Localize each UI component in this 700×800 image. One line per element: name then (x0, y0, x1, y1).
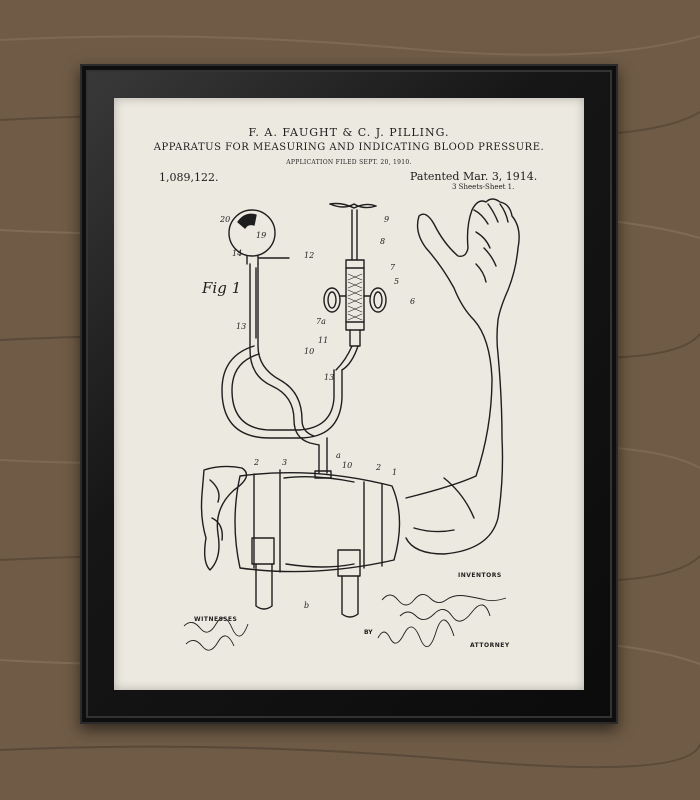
sheet-number: 3 Sheets-Sheet 1. (452, 183, 515, 191)
part-label: 2 (253, 458, 259, 467)
part-label: b (304, 601, 309, 610)
part-label: 2 (375, 463, 381, 472)
figure-label: Fig 1 (202, 279, 242, 297)
part-label: 12 (304, 251, 314, 260)
signature-attorney (377, 619, 455, 647)
part-label: 5 (394, 277, 399, 286)
signature-witness-1 (183, 617, 249, 637)
signature-faught (381, 594, 507, 606)
part-label: 7 (390, 263, 396, 272)
inventors-heading: INVENTORS (458, 572, 502, 579)
signature-witness-2 (185, 635, 235, 651)
manometer-tube (249, 263, 320, 446)
part-label: 14 (232, 249, 242, 258)
patent-number: 1,089,122. (159, 171, 219, 184)
patent-application-date: APPLICATION FILED SEPT. 20, 1910. (286, 159, 412, 166)
part-label: 13 (324, 373, 334, 382)
part-label: 6 (410, 297, 415, 306)
buckle-left (251, 537, 275, 565)
pump-barrel (345, 259, 365, 331)
patent-title: APPARATUS FOR MEASURING AND INDICATING B… (153, 142, 545, 153)
part-label: a (336, 451, 341, 460)
part-label: 10 (304, 347, 314, 356)
part-label: 11 (318, 336, 328, 345)
part-label: 1 (392, 468, 397, 477)
patent-print: F. A. FAUGHT & C. J. PILLING. APPARATUS … (114, 98, 584, 690)
finger-ring-right (369, 287, 387, 313)
gauge-dial (228, 209, 276, 257)
patent-inventors-line: F. A. FAUGHT & C. J. PILLING. (248, 126, 450, 139)
pressure-cuff (234, 471, 401, 573)
part-label: 3 (282, 458, 287, 467)
rubber-tube (231, 353, 335, 431)
finger-ring-left (323, 287, 341, 313)
part-label: 20 (219, 215, 230, 224)
signatures (183, 594, 507, 651)
by-label: BY (364, 629, 373, 636)
hand-cloth (200, 465, 248, 571)
part-label: 7a (316, 317, 326, 326)
part-label: 13 (236, 322, 246, 331)
part-label: 19 (256, 231, 266, 240)
part-label: 9 (384, 215, 389, 224)
attorney-heading: ATTORNEY (470, 642, 510, 649)
arm (405, 198, 520, 555)
pump-handle (329, 203, 377, 209)
witnesses-heading: WITNESSES (194, 616, 238, 623)
signature-pilling (399, 604, 491, 622)
gauge-pointer (237, 213, 257, 229)
buckle-right (337, 549, 361, 577)
patent-date: Patented Mar. 3, 1914. (410, 170, 538, 183)
part-label: 10 (342, 461, 352, 470)
part-label: 8 (380, 237, 385, 246)
